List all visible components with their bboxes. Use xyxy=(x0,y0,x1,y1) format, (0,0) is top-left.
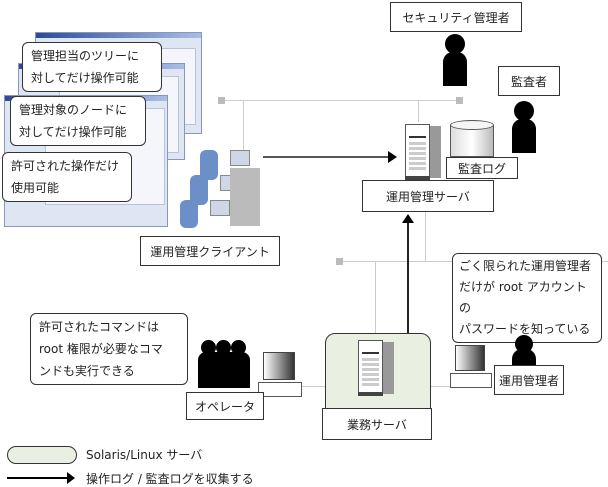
legend-server-label: Solaris/Linux サーバ xyxy=(86,448,203,462)
bubble-node-permission: 管理対象のノードに 対してだけ操作可能 xyxy=(10,96,146,146)
log-arrow-client xyxy=(263,156,388,158)
bubble-operator-commands: 許可されたコマンドは root 権限が必要なコマ ンドも実行できる xyxy=(30,313,188,385)
ops-client-label: 運用管理クライアント xyxy=(140,236,280,266)
network-line-top xyxy=(222,100,462,101)
auditor-label: 監査者 xyxy=(498,66,560,96)
legend-server-swatch xyxy=(7,446,77,464)
network-node-mid xyxy=(336,258,343,265)
ops-server-label: 運用管理サーバ xyxy=(362,180,494,212)
bubble-ops-permission: 許可された操作だけ 使用可能 xyxy=(2,152,132,202)
bubble-admin-root: ごく限られた運用管理者 だけが root アカウントの パスワードを知っている xyxy=(452,253,602,343)
legend-arrow-line xyxy=(7,477,67,479)
network-node-top-left xyxy=(218,97,225,104)
operator-label: オペレータ xyxy=(186,392,264,420)
operator-group-icon xyxy=(198,340,250,388)
network-drop-client xyxy=(243,100,244,150)
network-node-top-right xyxy=(456,97,463,104)
business-server-icon xyxy=(358,340,394,396)
log-arrow-business xyxy=(407,222,409,334)
admin-terminal-icon xyxy=(450,345,492,388)
network-drop-server xyxy=(418,100,419,122)
auditor-icon xyxy=(512,101,536,153)
client-operators-icon xyxy=(175,140,265,230)
network-drop-mid xyxy=(425,210,426,261)
operator-terminal-icon xyxy=(258,352,302,397)
ops-admin-label: 運用管理者 xyxy=(494,365,564,395)
ops-admin-icon xyxy=(512,335,536,365)
security-admin-label: セキュリティ管理者 xyxy=(390,2,522,32)
business-server-label: 業務サーバ xyxy=(322,408,432,440)
legend-arrow-label: 操作ログ / 監査ログを収集する xyxy=(86,472,254,486)
arrowhead-right xyxy=(388,151,397,163)
bubble-tree-permission: 管理担当のツリーに 対してだけ操作可能 xyxy=(22,42,162,92)
legend-arrowhead xyxy=(67,472,75,484)
audit-log-label: 監査ログ xyxy=(446,157,518,179)
arrowhead-up xyxy=(402,214,414,223)
security-admin-icon xyxy=(443,34,467,86)
audit-log-db-icon xyxy=(450,120,494,160)
network-drop-business xyxy=(375,261,376,336)
ops-server-icon xyxy=(405,124,441,180)
